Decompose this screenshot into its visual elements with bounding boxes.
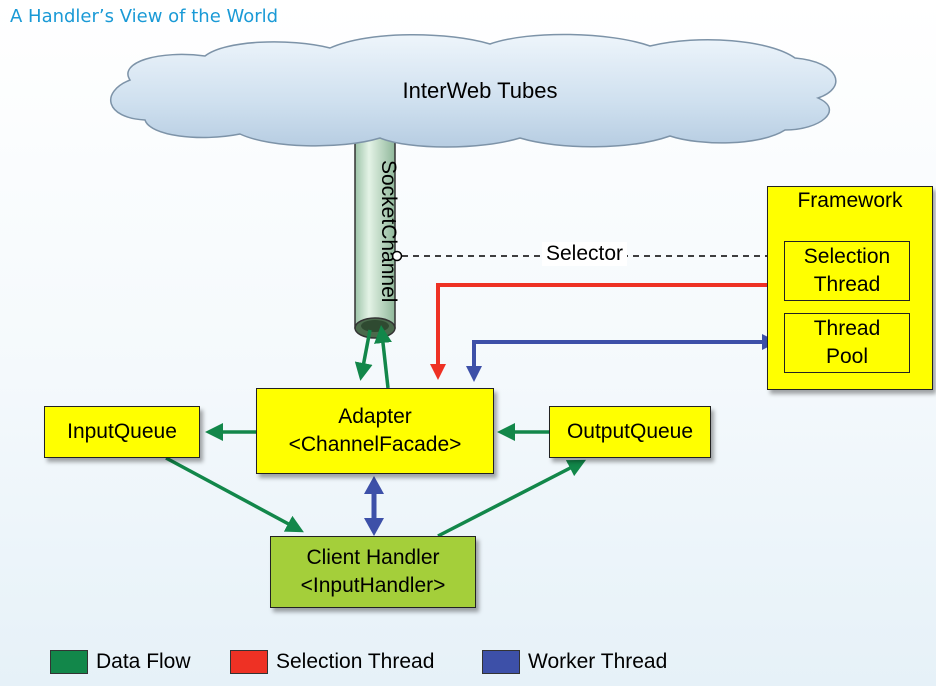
- legend-worker-thread-swatch: [482, 650, 520, 674]
- adapter-box: Adapter <ChannelFacade>: [256, 388, 494, 474]
- client-handler-line1: Client Handler: [306, 546, 440, 569]
- selector-label: Selector: [542, 242, 628, 266]
- client-handler-line2: <InputHandler>: [300, 574, 446, 597]
- selection-thread-line1: Selection: [803, 245, 891, 268]
- thread-pool-box: Thread Pool: [784, 313, 910, 373]
- worker-thread-arrow: [472, 334, 778, 372]
- legend-worker-thread-label: Worker Thread: [528, 650, 668, 673]
- diagram-title: A Handler’s View of the World: [10, 6, 279, 27]
- adapter-handler-worker-arrow: [364, 476, 384, 536]
- cloud-shape: [110, 33, 837, 148]
- legend-data-flow-swatch: [50, 650, 88, 674]
- legend-selection-thread: Selection Thread: [230, 650, 434, 674]
- inputqueue-to-handler-arrow: [165, 456, 304, 533]
- input-queue-label: InputQueue: [67, 420, 177, 443]
- framework-title: Framework: [797, 189, 903, 212]
- selection-thread-arrow: [430, 283, 782, 380]
- socket-channel-label: SocketChannel: [377, 160, 400, 303]
- selection-thread-box: Selection Thread: [784, 241, 910, 301]
- thread-pool-line1: Thread: [813, 317, 881, 340]
- adapter-line1: Adapter: [338, 405, 412, 428]
- legend-selection-thread-swatch: [230, 650, 268, 674]
- handler-to-outputqueue-arrow: [437, 459, 587, 538]
- thread-pool-line2: Pool: [825, 345, 869, 368]
- output-queue-box: OutputQueue: [549, 406, 711, 458]
- output-queue-label: OutputQueue: [566, 420, 694, 443]
- client-handler-box: Client Handler <InputHandler>: [270, 536, 476, 608]
- socket-channel-pipe: [354, 109, 396, 339]
- legend-data-flow: Data Flow: [50, 650, 191, 674]
- legend-data-flow-label: Data Flow: [96, 650, 191, 673]
- adapter-line2: <ChannelFacade>: [288, 433, 462, 456]
- framework-box: Framework Selection Thread Thread Pool: [767, 186, 933, 390]
- input-queue-box: InputQueue: [44, 406, 200, 458]
- legend-selection-thread-label: Selection Thread: [276, 650, 435, 673]
- adapter-to-socket-arrow: [374, 325, 392, 389]
- cloud-label: InterWeb Tubes: [402, 78, 558, 103]
- legend-worker-thread: Worker Thread: [482, 650, 667, 674]
- socket-to-adapter-arrow: [354, 329, 373, 381]
- selection-thread-line2: Thread: [813, 273, 881, 296]
